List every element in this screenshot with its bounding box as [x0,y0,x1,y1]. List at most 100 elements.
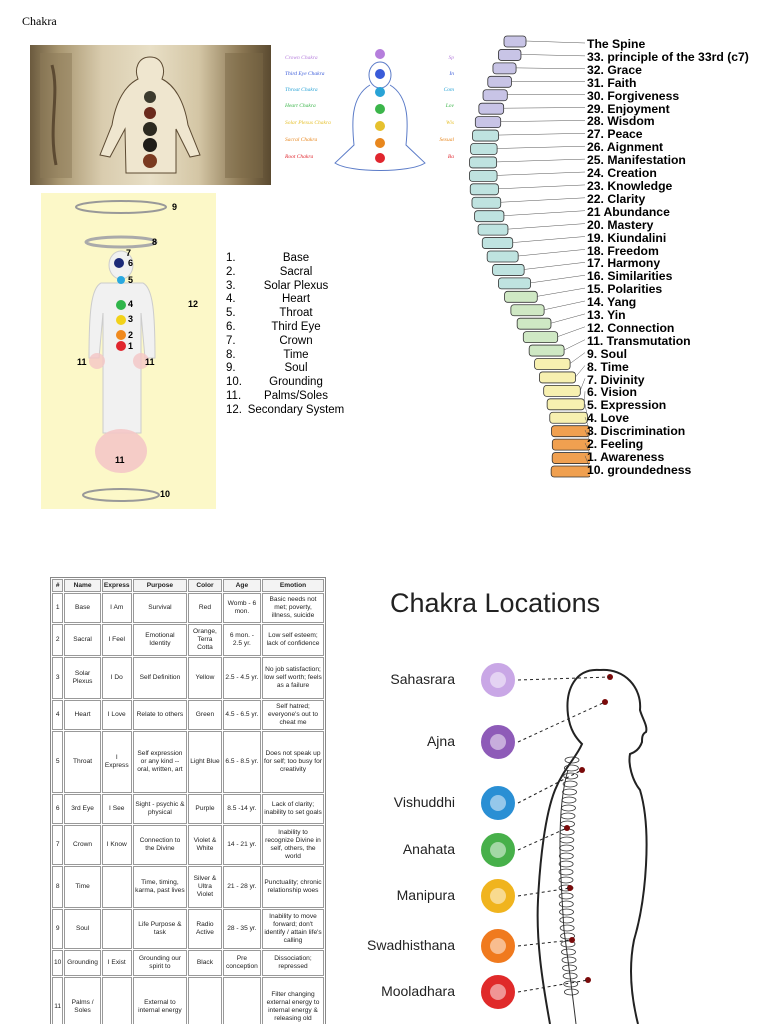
figure-label: 5 [128,275,134,285]
vertebra [551,425,591,438]
chakra-list-name: Time [283,348,309,361]
chakra-list-name: Sacral [279,265,313,278]
spine-list-item: 30. Forgiveness [587,88,680,103]
table-cell: External to internal energy [132,977,188,1024]
table-cell: Sight - psychic & physical [132,794,188,824]
chakra-list-item: 10.Grounding [226,376,346,390]
dotted-connector [517,769,583,804]
vertebra-leader-line [503,210,586,216]
spine-segment [558,852,574,860]
chakra-symbol-center [490,795,506,811]
chakra-list-item: 12.Secondary System [226,404,346,418]
dotted-connector [517,827,568,851]
vertebra [471,196,502,209]
vertebra [492,62,517,75]
vertebra-leader-line [507,223,586,230]
table-cell: Low self esteem; lack of confidence [262,624,324,656]
chakra-list-number: 7. [226,334,236,347]
table-cell: I Express [101,731,132,793]
spine-segment [560,940,576,948]
chakra-list-item: 7.Crown [226,335,346,349]
table-cell: Filter changing external energy to inter… [262,977,324,1024]
vertebra-leader-line [569,352,586,364]
table-cell: 3 [52,657,64,699]
chakra-list-item: 1.Base [226,252,346,266]
chakra-list-item: 5.Throat [226,307,346,321]
chakra-location-label: Ajna [426,733,455,749]
vertebra [550,465,592,478]
vertebra [497,49,522,61]
vertebra-leader-line [580,378,586,391]
spine-segment [562,788,577,796]
spine-list-item: 7. Divinity [587,372,645,387]
table-cell: 2.5 - 4.5 yr. [222,657,261,699]
vertebra-leader-line [518,249,586,257]
vertebra [510,304,545,317]
vertebra [474,210,505,223]
table-cell: I Do [101,657,132,699]
spine-list-item: 27. Peace [587,127,643,142]
chakra-location-label: Manipura [396,887,455,903]
table-cell: Womb - 6 mon. [222,593,261,623]
table-cell: Black [188,950,222,976]
chakra-list-number: 1. [226,252,236,264]
table-cell: Silver & Ultra Violet [188,866,222,908]
table-cell: Emotional Identity [132,624,188,656]
spine-segment [563,980,579,988]
table-header-cell: Age [222,579,261,592]
table-cell: 8.5 -14 yr. [222,794,261,824]
vertebra [477,223,509,236]
chakra-label: Crown Chakra [285,55,318,61]
vertebra-leader-line [525,40,586,44]
table-cell: I Love [101,700,132,730]
figure-label: 11 [145,357,155,367]
spine-list-item: 12. Connection [587,320,675,335]
spine-segment [558,900,574,908]
spine-list-item: 31. Faith [587,75,637,90]
table-cell: 1 [52,593,64,623]
chakra-list-number: 9. [226,362,236,375]
spine-list-item: 3. Discrimination [587,424,686,439]
table-cell: 4.5 - 6.5 yr. [222,700,261,730]
table-cell: Radio Active [188,909,222,949]
spine-segment [558,892,574,900]
table-cell: Basic needs not met; poverty, illness, s… [262,593,324,623]
table-cell [101,977,132,1024]
chakra-symbol-center [490,938,506,954]
page-title: Chakra [22,14,57,28]
table-cell: I Exist [101,950,132,976]
table-cell: Violet & White [188,825,222,865]
vertebra-leader-line [575,365,586,378]
spine-list-item: 26. Aignment [587,140,664,155]
vertebra-leader-line [584,417,591,431]
table-cell: 7 [52,825,64,865]
spine-list-item: 29. Enjoyment [587,101,670,116]
spine-list-item: 19. Kiundalini [587,230,667,245]
table-cell: Red [188,593,222,623]
spine-segment [559,908,574,916]
chakra-location-label: Sahasrara [390,671,455,687]
table-cell: Self hatred; everyone's out to cheat me [262,700,324,730]
spine-segment [561,948,576,956]
vertebra [546,398,585,411]
figure-label: 4 [128,299,134,309]
chakra-location-label: Vishuddhi [393,794,455,810]
table-cell: Palms / Soles [64,977,101,1024]
table-cell: Purple [188,794,222,824]
vertebra [474,116,502,129]
vertebra-leader-line [550,313,586,324]
vertebra-leader-line [497,171,586,176]
table-cell: Light Blue [188,731,222,793]
table-cell: Connection to the Divine [132,825,188,865]
vertebra [516,317,552,330]
dotted-connector [517,887,571,897]
chakra-list-item: 4.Heart [226,293,346,307]
chakra-list-item: 6.Third Eye [226,321,346,335]
spine-segment [563,772,579,780]
